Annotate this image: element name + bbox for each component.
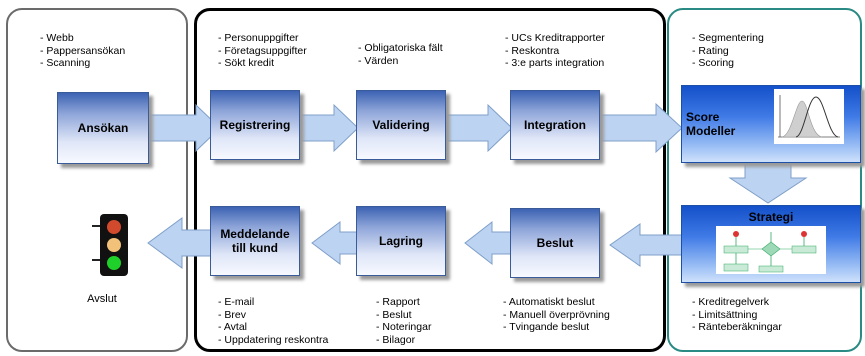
- note-item: Kreditregelverk: [692, 296, 782, 309]
- arrow-score-strategi: [728, 159, 808, 204]
- list-strategi: KreditregelverkLimitsättningRänteberäkni…: [692, 296, 782, 334]
- note-item: Brev: [218, 309, 328, 322]
- note-item: Bilagor: [376, 334, 431, 347]
- note-item: Obligatoriska fält: [358, 42, 442, 55]
- avslut-label: Avslut: [87, 293, 117, 305]
- list-meddelande: E-mailBrevAvtalUppdatering reskontra: [218, 296, 328, 346]
- list-integration: UCs KreditrapporterReskontra3:e parts in…: [505, 32, 605, 70]
- traffic-light-amber-icon: [107, 238, 121, 252]
- note-item: UCs Kreditrapporter: [505, 32, 604, 45]
- stage-integration: Integration: [510, 90, 600, 160]
- note-item: Automatiskt beslut: [503, 296, 610, 309]
- note-item: Ränteberäkningar: [692, 321, 781, 334]
- strategi-label: Strategi: [748, 210, 794, 224]
- note-item: Scoring: [692, 57, 764, 70]
- note-item: 3:e parts integration: [505, 57, 605, 70]
- list-registrering: PersonuppgifterFöretagsuppgifterSökt kre…: [218, 32, 307, 70]
- score-label: Score Modeller: [686, 110, 736, 138]
- note-item: Manuell överprövning: [503, 309, 609, 322]
- score-distribution-icon: [774, 89, 844, 144]
- note-item: Segmentering: [692, 32, 763, 45]
- note-item: Uppdatering reskontra: [218, 334, 328, 347]
- strategy-flowchart-icon: [716, 226, 826, 274]
- arrow-lagring-meddelande: [311, 221, 363, 265]
- note-item: Scanning: [40, 57, 125, 70]
- traffic-light-red-icon: [107, 220, 121, 234]
- stage-beslut: Beslut: [510, 208, 600, 278]
- note-item: Rapport: [376, 296, 431, 309]
- list-validering: Obligatoriska fältVärden: [358, 42, 443, 68]
- stage-meddelande: Meddelande till kund: [210, 206, 300, 276]
- traffic-light-green-icon: [107, 256, 121, 270]
- list-lagring: RapportBeslutNoteringarBilagor: [376, 296, 431, 346]
- list-beslut: Automatiskt beslutManuell överprövningTv…: [503, 296, 610, 334]
- arrow-meddelande-avslut: [147, 217, 216, 269]
- arrow-ansokan-registrering: [139, 103, 221, 153]
- note-item: Noteringar: [376, 321, 431, 334]
- stage-validering: Validering: [356, 90, 446, 160]
- arrow-integration-score: [589, 102, 683, 154]
- note-item: Värden: [358, 55, 443, 68]
- stage-ansokan: Ansökan: [57, 92, 149, 164]
- stage-strategi: Strategi: [681, 205, 861, 283]
- note-item: Reskontra: [505, 45, 605, 58]
- stage-registrering: Registrering: [210, 90, 300, 160]
- note-item: Avtal: [218, 321, 328, 334]
- list-score: SegmenteringRatingScoring: [692, 32, 764, 70]
- list-channels: WebbPappersansökanScanning: [40, 32, 125, 70]
- arrow-registrering-validering: [289, 103, 359, 153]
- note-item: Beslut: [376, 309, 431, 322]
- note-item: Webb: [40, 32, 125, 45]
- note-item: Sökt kredit: [218, 57, 307, 70]
- note-item: Limitsättning: [692, 309, 782, 322]
- note-item: Personuppgifter: [218, 32, 307, 45]
- note-item: Företagsuppgifter: [218, 45, 306, 58]
- note-item: E-mail: [218, 296, 328, 309]
- note-item: Rating: [692, 45, 764, 58]
- note-item: Pappersansökan: [40, 45, 125, 58]
- stage-lagring: Lagring: [356, 206, 446, 276]
- traffic-light: [92, 214, 128, 276]
- arrow-validering-integration: [439, 103, 513, 153]
- note-item: Tvingande beslut: [503, 321, 610, 334]
- stage-score-modeller: Score Modeller: [681, 85, 861, 163]
